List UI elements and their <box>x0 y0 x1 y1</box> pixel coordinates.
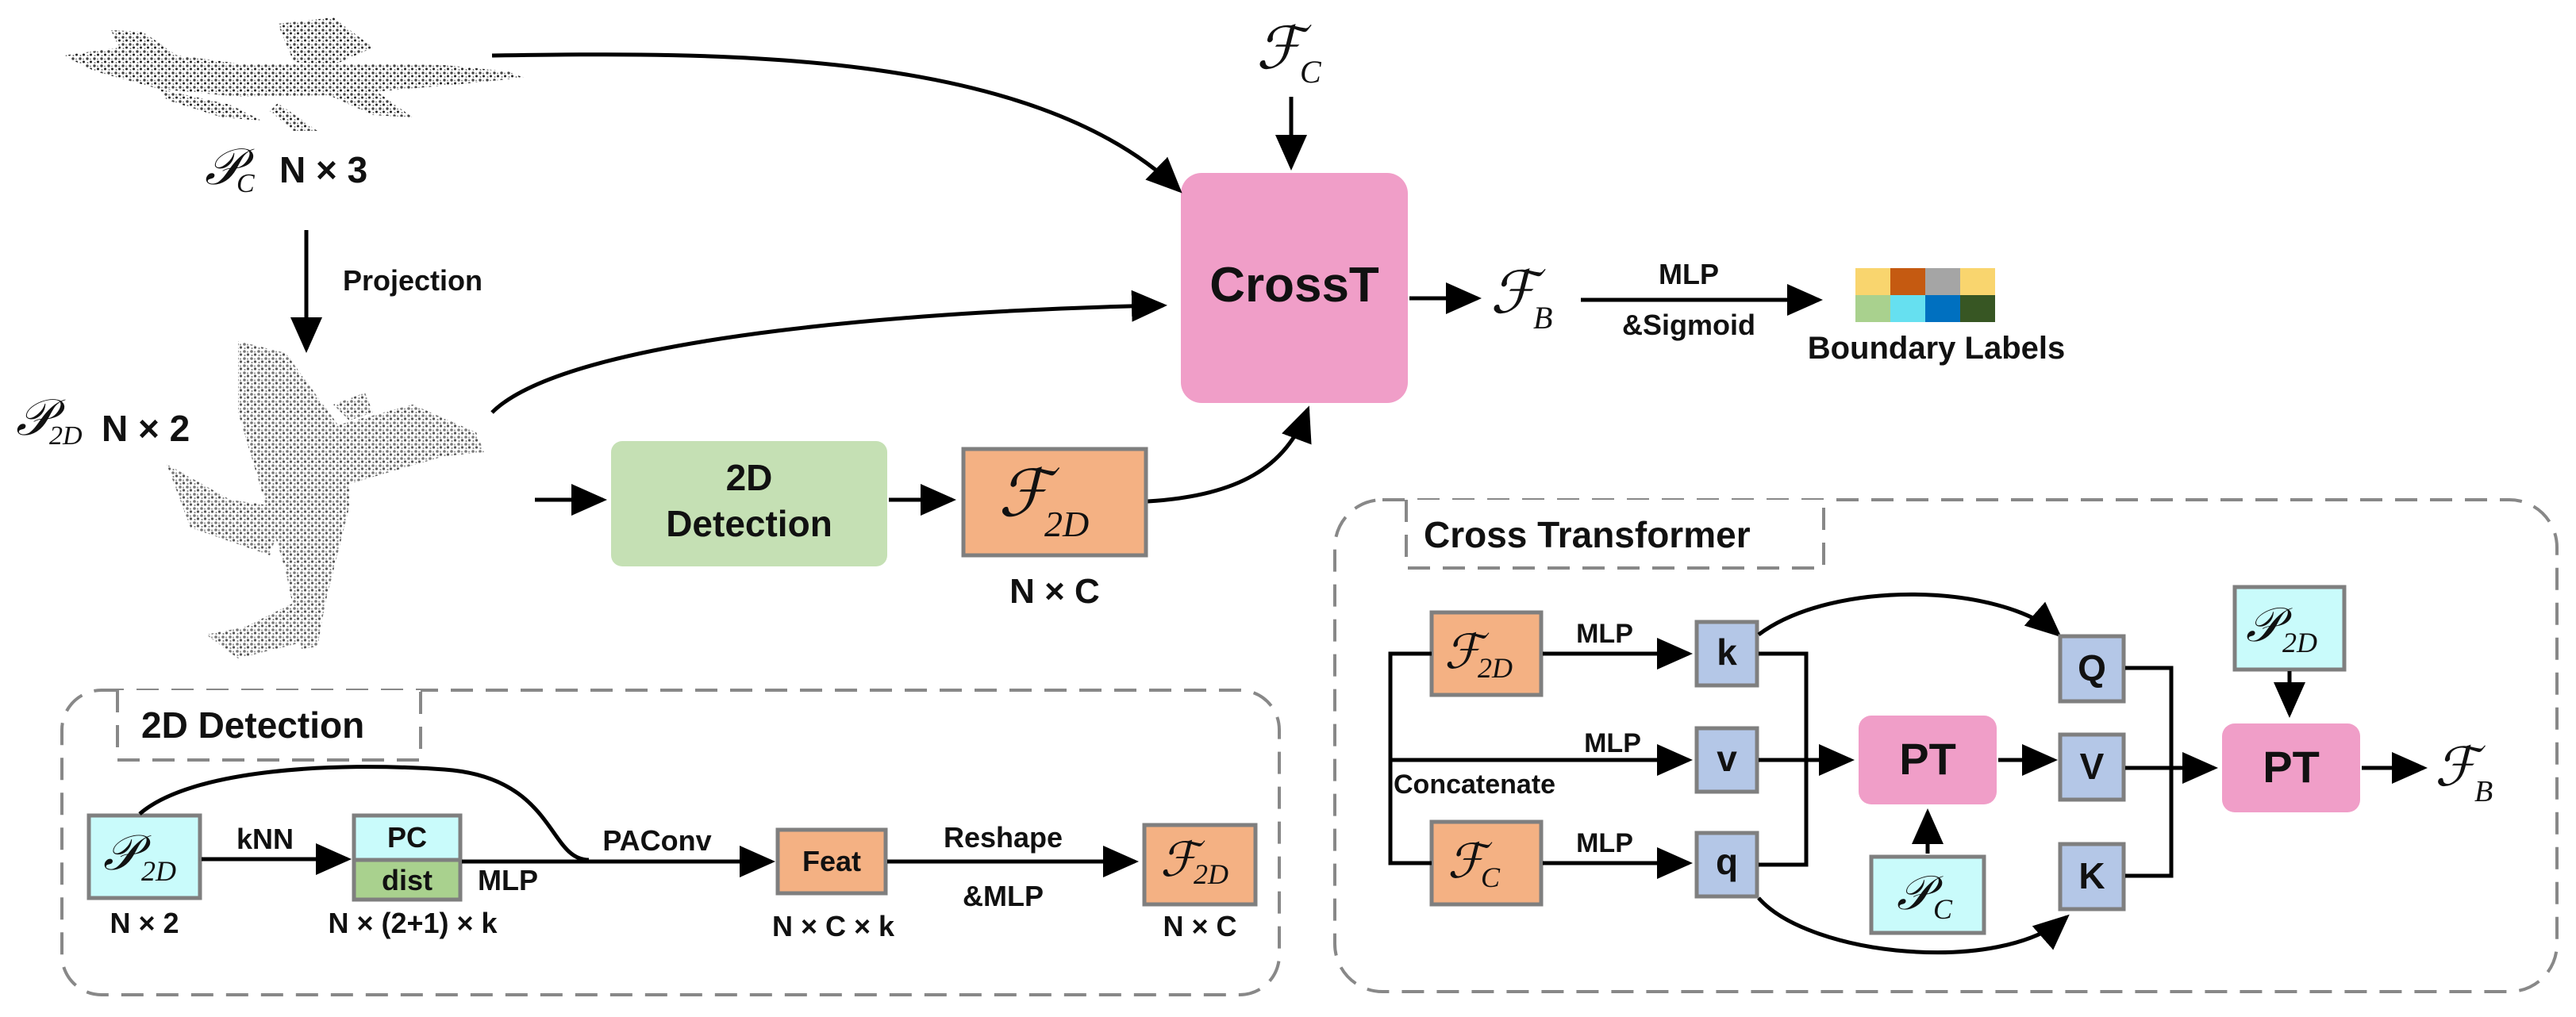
pt1-label: PT <box>1899 734 1956 784</box>
cp-fc-subscript: C <box>1481 862 1501 893</box>
reshape-label: Reshape <box>944 821 1063 854</box>
dp-p2d-subscript: 2D <box>141 855 176 887</box>
v-box <box>1694 726 1759 794</box>
paconv-bypass-curve <box>138 765 590 862</box>
f2d-block <box>961 447 1148 558</box>
detection-line1: 2D <box>726 457 773 498</box>
f2d-shape: N × C <box>1009 572 1100 611</box>
label-grid-cell <box>1855 268 1890 295</box>
crosst-label: CrossT <box>1209 258 1379 313</box>
f2d-to-crosst-arrow <box>1147 405 1312 504</box>
dist-box <box>352 858 463 902</box>
pc-box <box>352 813 463 862</box>
detection-panel-frame <box>60 689 1281 996</box>
k-box <box>1694 620 1759 688</box>
dist-label: dist <box>382 864 433 896</box>
pt2-block <box>2222 723 2360 812</box>
cp-f2d-box <box>1429 610 1544 697</box>
feat-box <box>775 827 888 896</box>
cross-panel-frame <box>1333 498 2559 993</box>
pt2-label: PT <box>2263 742 2320 792</box>
pcdist-shape: N × (2+1) × k <box>328 907 498 939</box>
mlp-v-label: MLP <box>1584 728 1641 758</box>
q-label: q <box>1716 841 1738 882</box>
Q-label: Q <box>2078 647 2106 689</box>
cp-pc-subscript: C <box>1933 893 1953 925</box>
detection-panel-title: 2D Detection <box>141 704 364 746</box>
mlp-q-label: MLP <box>1576 828 1633 858</box>
cp-fc-box <box>1429 819 1544 907</box>
fc-subscript: C <box>1300 54 1322 90</box>
pt1-block <box>1859 716 1997 804</box>
label-grid-cell <box>1855 295 1890 322</box>
label-grid-cell <box>1925 268 1960 295</box>
label-grid-cell <box>1925 295 1960 322</box>
Q-box <box>2058 634 2126 704</box>
cp-p2d-subscript: 2D <box>2282 627 2317 658</box>
dp-p2d-shape: N × 2 <box>110 907 179 939</box>
cp-p2d-box <box>2232 585 2347 672</box>
airplane-pointcloud-side <box>63 17 524 131</box>
label-grid-cell <box>1960 295 1995 322</box>
K-box <box>2058 842 2126 911</box>
mlp-k-label: MLP <box>1576 619 1633 649</box>
dp-p2d-box <box>87 813 202 900</box>
feat-shape: N × C × k <box>772 910 895 942</box>
QVK-bracket <box>2125 666 2174 878</box>
cross-panel-title: Cross Transformer <box>1424 514 1751 555</box>
cp-pc-box <box>1869 854 1986 935</box>
dp-f2d-box <box>1142 823 1258 907</box>
knn-label: kNN <box>236 823 294 855</box>
label-grid-cell <box>1890 268 1925 295</box>
label-grid-cell <box>1960 268 1995 295</box>
q-box <box>1694 831 1759 899</box>
feat-label: Feat <box>802 845 861 877</box>
pc-label: PC <box>387 821 427 854</box>
paconv-label: PAConv <box>602 824 711 857</box>
p2d-subscript: 2D <box>49 421 83 451</box>
concatenate-label: Concatenate <box>1394 769 1555 800</box>
v-label: v <box>1717 738 1737 779</box>
airplane-pointcloud-top <box>167 341 484 658</box>
k-to-Q-arrow <box>1757 592 2062 638</box>
crosst-block <box>1181 173 1408 403</box>
cp-f2d-subscript: 2D <box>1478 652 1513 684</box>
boundary-label-grid <box>1855 268 1995 322</box>
detection-block <box>611 441 887 566</box>
mlp-label: MLP <box>1659 258 1719 290</box>
boundary-labels-caption: Boundary Labels <box>1808 331 2066 366</box>
sigmoid-label: &Sigmoid <box>1622 309 1755 341</box>
K-label: K <box>2078 855 2105 896</box>
dp-f2d-shape: N × C <box>1163 910 1236 942</box>
pc-shape: N × 3 <box>279 149 367 190</box>
cp-fb-subscript: B <box>2474 775 2493 808</box>
pc-subscript: C <box>236 169 255 198</box>
V-box <box>2058 732 2126 802</box>
q-to-K-arrow <box>1757 896 2070 955</box>
pc-to-crosst-arrow <box>491 52 1182 194</box>
f2d-subscript: 2D <box>1044 504 1089 544</box>
p2d-to-crosst-arrow <box>490 290 1167 414</box>
projection-label: Projection <box>343 264 483 297</box>
detection-line2: Detection <box>666 503 832 544</box>
dp-f2d-subscript: 2D <box>1194 858 1228 890</box>
fb-subscript: B <box>1533 300 1552 336</box>
V-label: V <box>2080 746 2105 787</box>
k-label: k <box>1717 631 1737 673</box>
label-grid-cell <box>1890 295 1925 322</box>
dp-mlp-label: MLP <box>478 864 538 896</box>
reshape-mlp-label: &MLP <box>963 880 1044 912</box>
p2d-shape: N × 2 <box>102 408 190 449</box>
